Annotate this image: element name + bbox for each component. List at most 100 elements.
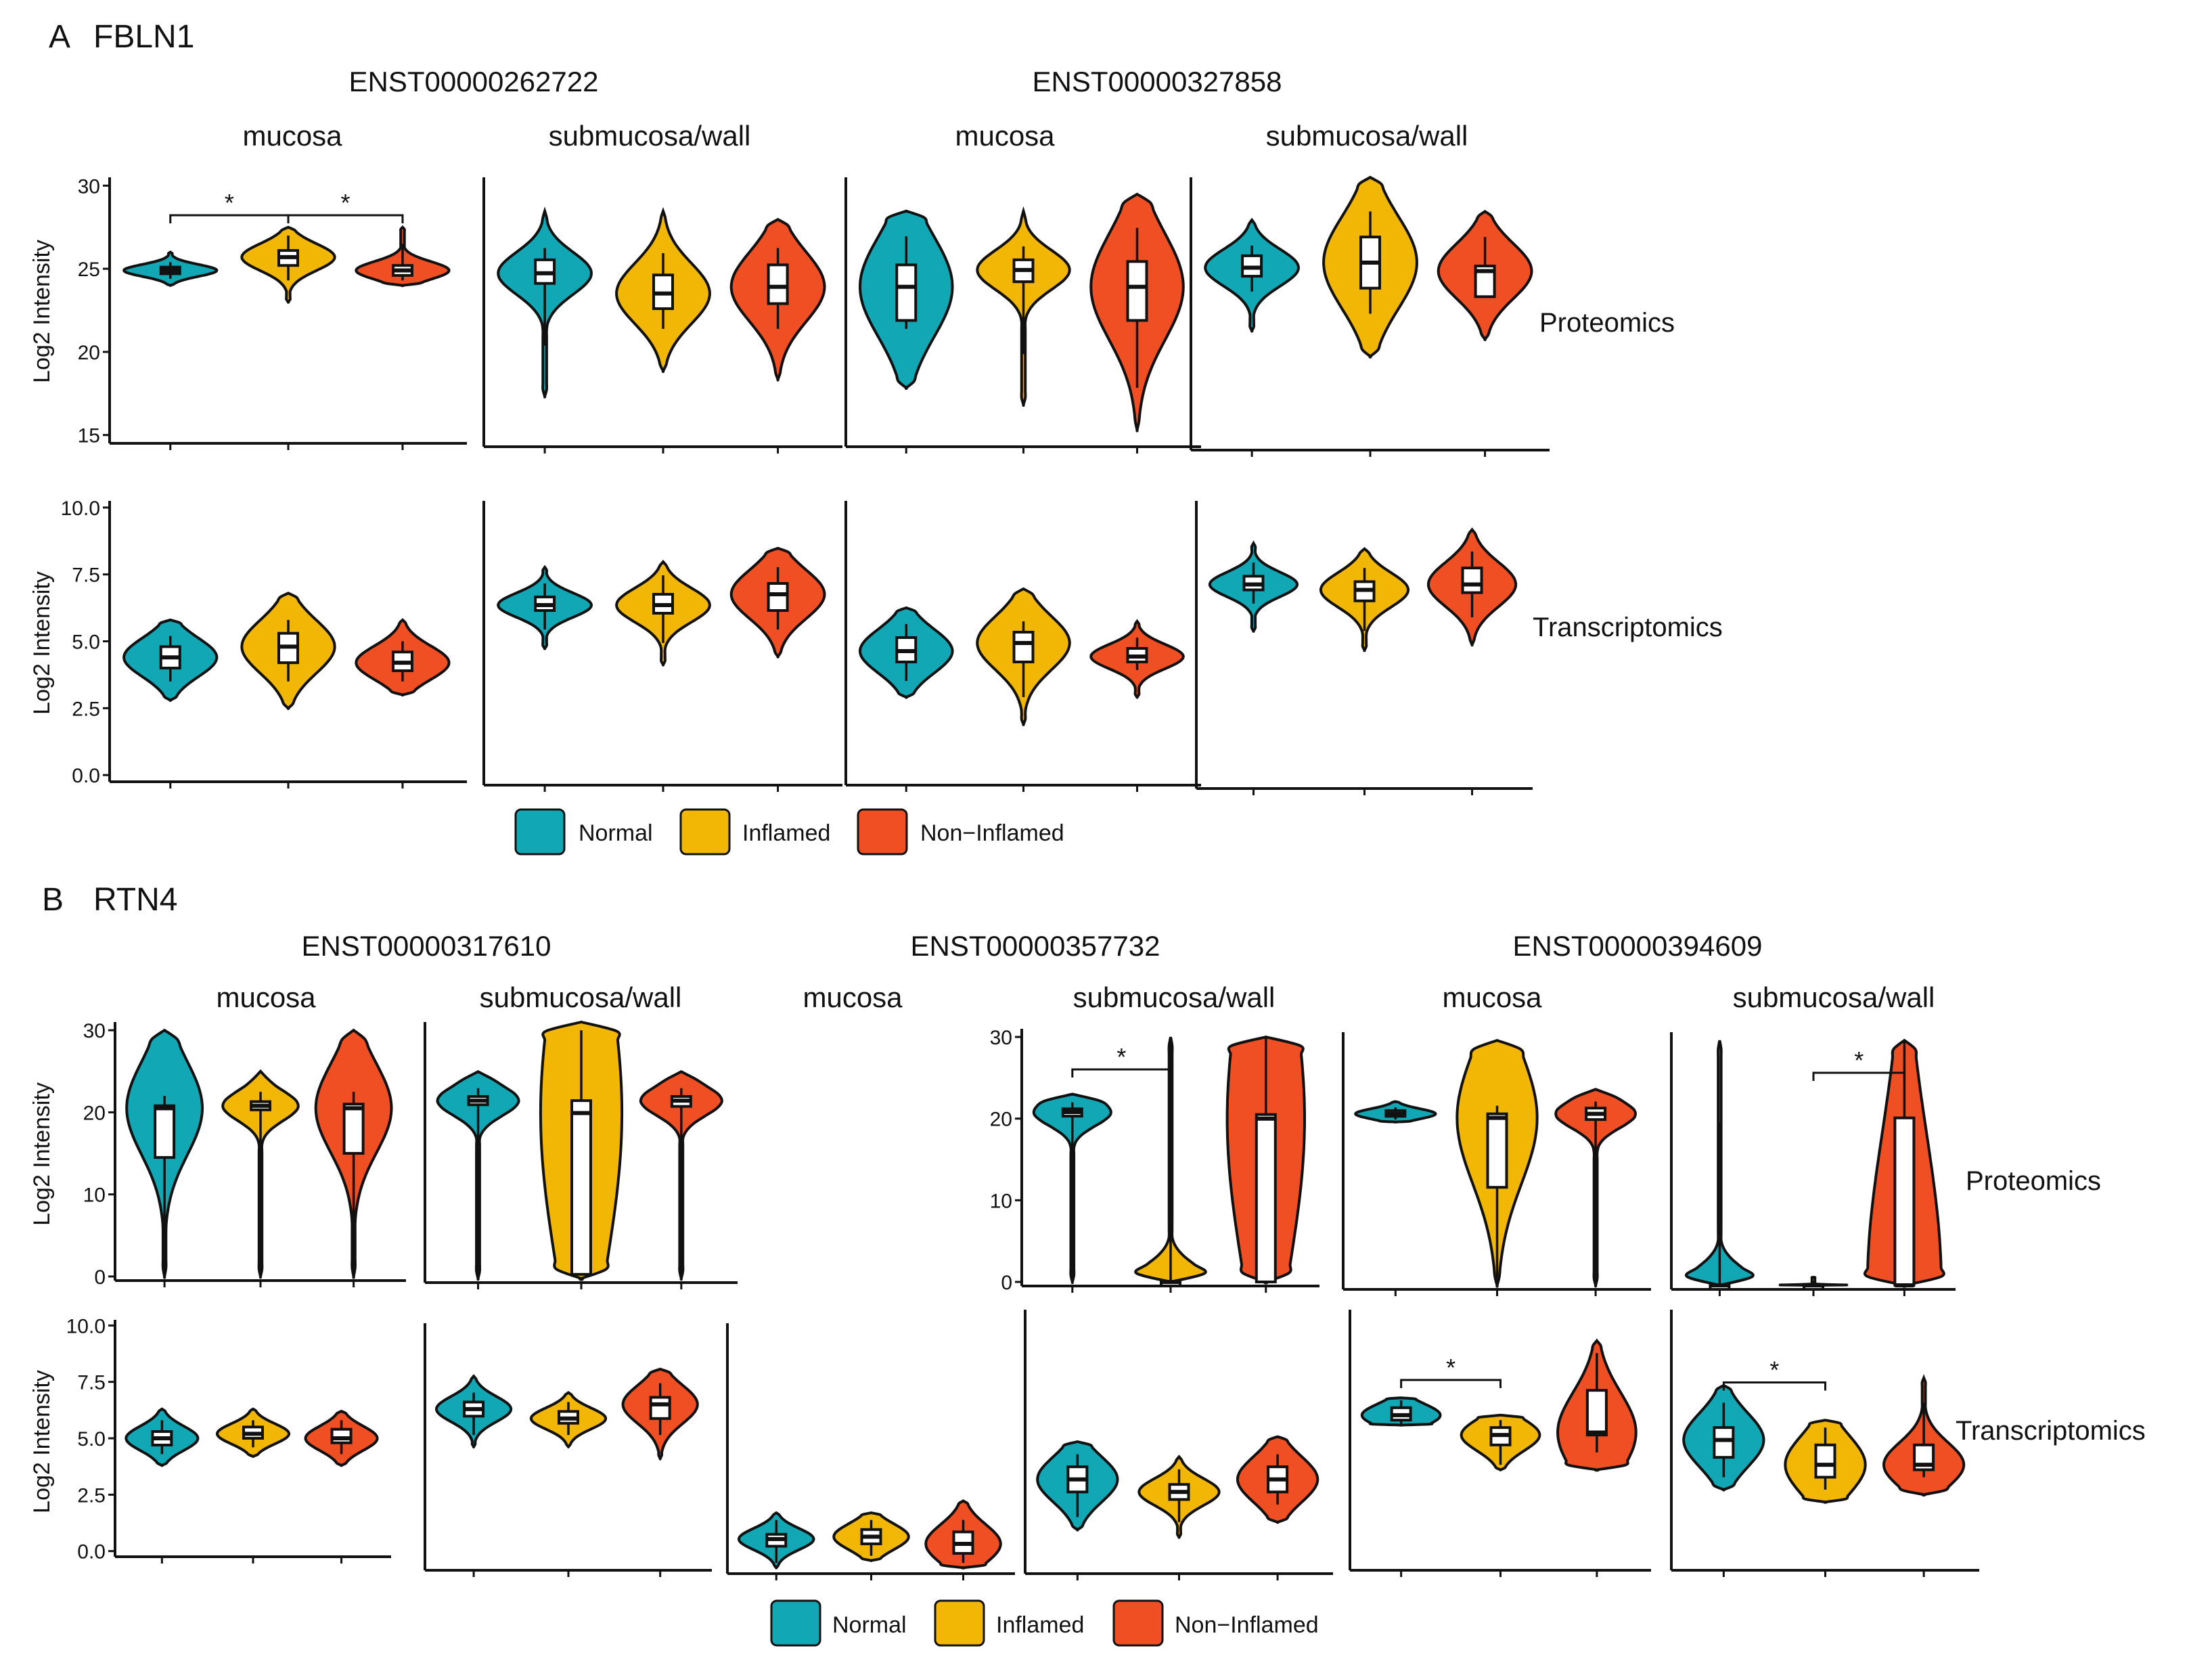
- row-label-proteomics-a: Proteomics: [1539, 308, 1675, 338]
- box-non-inflamed: [1585, 1389, 1608, 1437]
- y-tick-label: 20: [990, 1109, 1012, 1131]
- box-non-inflamed: [649, 1396, 671, 1420]
- row-label-proteomics-b: Proteomics: [1966, 1166, 2101, 1196]
- legend-b-noninflamed-label: Non−Inflamed: [1175, 1612, 1319, 1638]
- box-non-inflamed: [1461, 567, 1483, 594]
- panel-a-6: [844, 501, 1201, 792]
- significance-bracket: [1400, 1379, 1502, 1388]
- y-tick-label: 0: [94, 1266, 106, 1289]
- tissue-a1-mucosa: mucosa: [242, 120, 342, 152]
- y-tick-label: 5.0: [72, 631, 100, 654]
- significance-label: *: [1769, 1356, 1779, 1384]
- tissue-b2-submucosa: submucosa/wall: [1073, 981, 1276, 1013]
- transcript-a2: ENST00000327858: [1033, 66, 1282, 97]
- legend-a: Normal Inflamed Non−Inflamed: [514, 808, 1064, 856]
- box-non-inflamed: [767, 263, 789, 305]
- y-tick-label: 10: [990, 1190, 1012, 1212]
- y-axis-label: Log2 Intensity: [29, 1370, 55, 1513]
- y-tick-label: 2.5: [72, 698, 100, 720]
- y-axis-label: Log2 Intensity: [29, 1082, 55, 1226]
- y-tick-label: 30: [83, 1020, 106, 1042]
- tissue-a1-submucosa: submucosa/wall: [549, 120, 751, 152]
- legend-a-normal-swatch: [514, 808, 566, 856]
- transcript-a1: ENST00000262722: [349, 66, 599, 97]
- y-tick-label: 15: [78, 425, 100, 447]
- y-tick-label: 2.5: [77, 1484, 106, 1507]
- y-tick-label: 0: [1001, 1272, 1012, 1294]
- panel-b-9: [424, 1020, 738, 1289]
- panel-b-18: *: [1670, 1310, 1979, 1577]
- tissue-a2-mucosa: mucosa: [955, 120, 1055, 152]
- y-axis-label: Log2 Intensity: [29, 571, 55, 715]
- panel-b-13: 10.0 7.5 5.0 2.5 0.0 Log2 Intensity: [29, 1315, 391, 1564]
- significance-bracket: [1812, 1071, 1905, 1081]
- box-inflamed: [1012, 631, 1035, 663]
- panel-b-11: [1342, 1032, 1651, 1296]
- tissue-b3-submucosa: submucosa/wall: [1733, 981, 1935, 1013]
- significance-label: *: [340, 189, 350, 217]
- row-label-transcriptomics-a: Transcriptomics: [1533, 613, 1723, 642]
- box-non-inflamed: [1126, 260, 1148, 322]
- panel-a-3: [1190, 175, 1550, 457]
- y-tick-label: 10.0: [66, 1315, 106, 1337]
- y-tick-label: 0.0: [72, 765, 100, 787]
- significance-bracket: [1071, 1068, 1172, 1078]
- y-tick-label: 5.0: [77, 1428, 106, 1450]
- tissue-b3-mucosa: mucosa: [1442, 981, 1542, 1013]
- section-b-gene: RTN4: [93, 882, 177, 918]
- y-tick-label: 10.0: [61, 497, 100, 520]
- y-tick-label: 0.0: [77, 1541, 106, 1564]
- box-non-inflamed: [1255, 1113, 1277, 1283]
- box-inflamed: [1486, 1112, 1508, 1189]
- panel-a-2: [844, 177, 1201, 453]
- legend-b: Normal Inflamed Non−Inflamed: [770, 1599, 1319, 1647]
- legend-a-noninflamed-label: Non−Inflamed: [920, 820, 1064, 846]
- box-non-inflamed: [330, 1427, 353, 1444]
- significance-bracket: [1722, 1381, 1826, 1391]
- box-inflamed: [1814, 1443, 1836, 1479]
- significance-bracket: [287, 214, 404, 223]
- box-normal: [1713, 1426, 1735, 1459]
- y-tick-label: 25: [78, 259, 100, 281]
- legend-a-inflamed-label: Inflamed: [742, 820, 830, 846]
- significance-label: *: [1854, 1046, 1864, 1074]
- transcript-b1: ENST00000317610: [302, 930, 551, 962]
- section-a-letter: A: [49, 19, 70, 55]
- tissue-a2-submucosa: submucosa/wall: [1266, 120, 1468, 152]
- box-normal: [895, 263, 918, 322]
- panel-a-4: 10.0 7.5 5.0 2.5 0.0 Log2 Intensity: [29, 497, 467, 789]
- panel-b-15: [726, 1323, 1015, 1580]
- box-inflamed: [570, 1099, 592, 1276]
- y-tick-label: 7.5: [77, 1372, 106, 1394]
- legend-a-noninflamed-swatch: [857, 808, 908, 856]
- y-axis-label: Log2 Intensity: [29, 240, 55, 383]
- panel-b-12: *: [1670, 1032, 1956, 1296]
- transcript-b2: ENST00000357732: [911, 930, 1160, 962]
- y-tick-label: 20: [78, 342, 100, 364]
- significance-label: *: [225, 189, 234, 217]
- legend-b-normal-swatch: [770, 1599, 821, 1647]
- legend-a-normal-label: Normal: [579, 820, 653, 846]
- y-tick-label: 30: [990, 1027, 1012, 1049]
- y-tick-label: 10: [83, 1184, 106, 1207]
- box-normal: [154, 1104, 176, 1159]
- y-tick-label: 20: [83, 1102, 106, 1124]
- box-non-inflamed: [767, 582, 789, 612]
- section-a-gene: FBLN1: [93, 19, 194, 55]
- tissue-b1-submucosa: submucosa/wall: [480, 981, 682, 1013]
- box-non-inflamed: [342, 1103, 365, 1155]
- legend-b-normal-label: Normal: [832, 1612, 907, 1638]
- significance-label: *: [1446, 1354, 1455, 1381]
- legend-b-noninflamed-swatch: [1112, 1599, 1164, 1647]
- tissue-b2-mucosa: mucosa: [803, 981, 903, 1013]
- transcript-b3: ENST00000394609: [1513, 930, 1763, 962]
- y-tick-label: 7.5: [72, 564, 100, 587]
- section-b-letter: B: [42, 882, 64, 918]
- row-label-transcriptomics-b: Transcriptomics: [1956, 1416, 2146, 1446]
- panel-b-14: [424, 1323, 712, 1577]
- box-non-inflamed: [1893, 1116, 1916, 1287]
